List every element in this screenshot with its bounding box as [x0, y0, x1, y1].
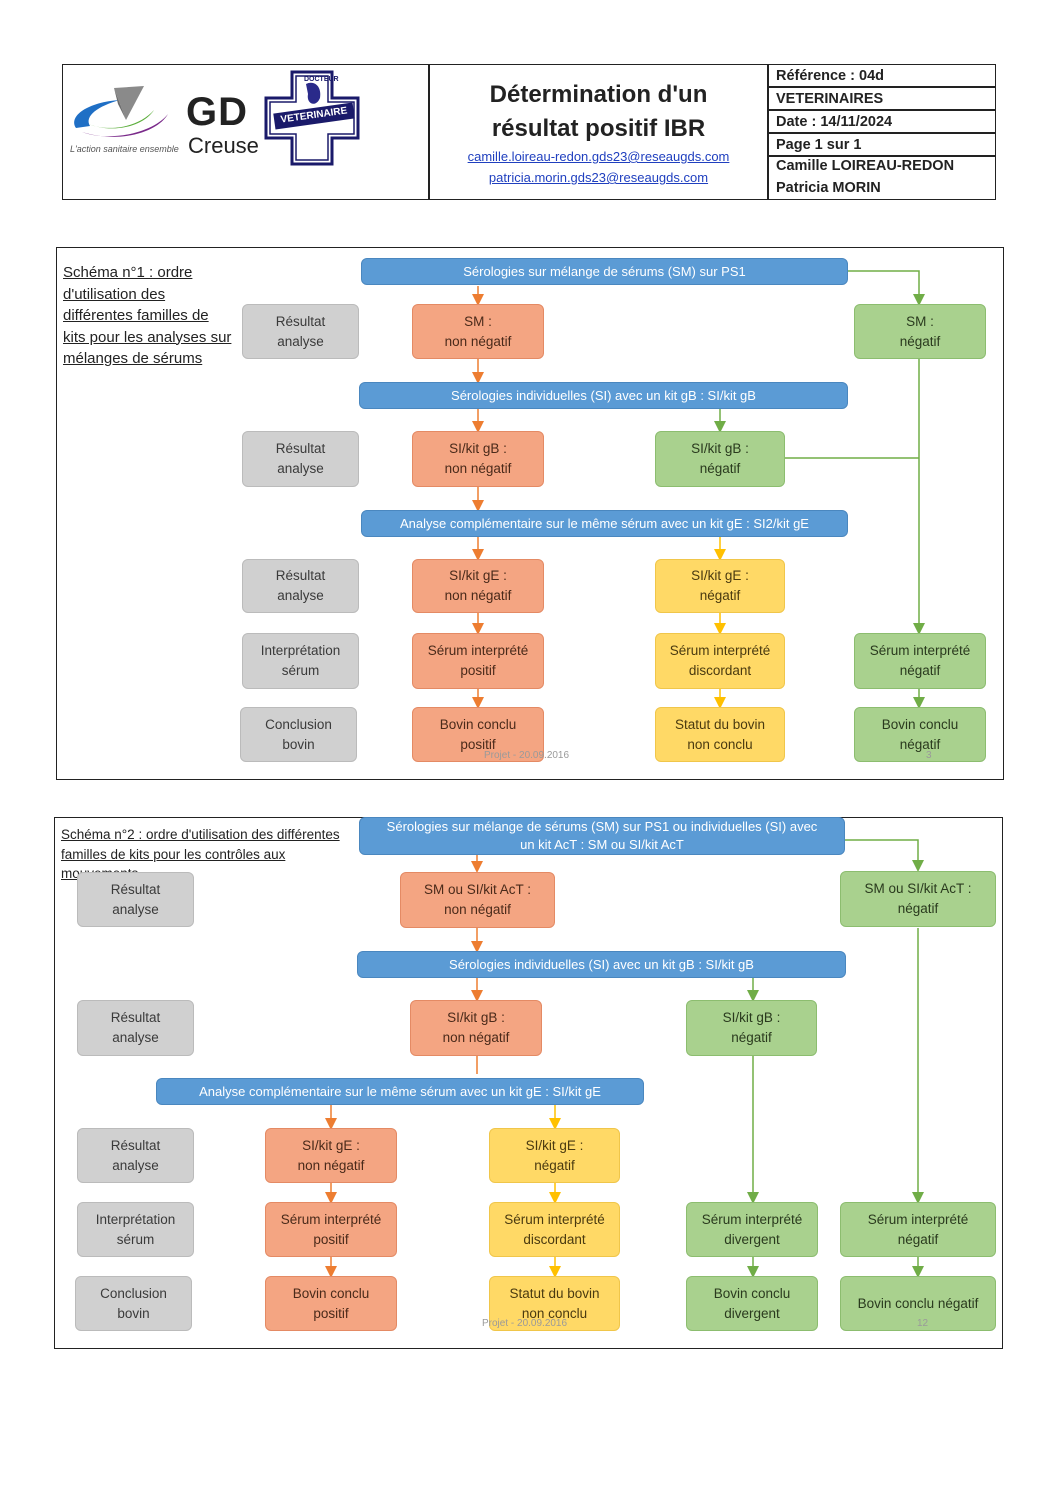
schema2-label-result: Résultat analyse [77, 1128, 194, 1183]
schema1-sm-non-negative: SM : non négatif [412, 304, 544, 359]
schema1-ge-negative: SI/kit gE : négatif [655, 559, 785, 613]
schema2-label-result: Résultat analyse [77, 872, 194, 927]
schema1-caption: Schéma n°1 : ordre d'utilisation des dif… [63, 264, 232, 367]
date: Date : 14/11/2024 [776, 114, 893, 130]
schema1-sm-negative: SM : négatif [854, 304, 986, 359]
schema2-serum-positive: Sérum interprété positif [265, 1202, 397, 1257]
schema2-bovine-negative: Bovin conclu négatif [840, 1276, 996, 1331]
schema2-ge-non-negative: SI/kit gE : non négatif [265, 1128, 397, 1183]
schema1-page-number: 3 [926, 750, 932, 761]
schema2-label-result: Résultat analyse [77, 1000, 194, 1056]
schema2-page-number: 12 [917, 1318, 929, 1329]
schema2-serum-divergent: Sérum interprété divergent [686, 1202, 818, 1257]
reference: Référence : 04d [776, 68, 884, 84]
schema1-label-conclusion: Conclusion bovin [240, 707, 357, 762]
schema2-gb-negative: SI/kit gB : négatif [686, 1000, 817, 1056]
schema1-serum-positive: Sérum interprété positif [412, 633, 544, 689]
schema1-step-complementary-ge: Analyse complémentaire sur le même sérum… [361, 510, 848, 537]
header-row-divider [768, 109, 996, 111]
schema1-serum-negative: Sérum interprété négatif [854, 633, 986, 689]
page-count: Page 1 sur 1 [776, 137, 862, 153]
logo-name: GD [186, 90, 248, 134]
email-link[interactable]: camille.loireau-redon.gds23@reseaugds.co… [467, 149, 730, 164]
schema1-watermark: Projet - 20.09.2016 [484, 750, 570, 761]
author: Patricia MORIN [776, 180, 881, 196]
schema1-gb-non-negative: SI/kit gB : non négatif [412, 431, 544, 487]
schema1-gb-negative: SI/kit gB : négatif [655, 431, 785, 487]
schema2-label-interpretation: Interprétation sérum [77, 1202, 194, 1257]
schema2-ge-negative: SI/kit gE : négatif [489, 1128, 620, 1183]
logo-subtitle: Creuse [188, 133, 259, 158]
header-divider [428, 64, 430, 200]
schema2-step-complementary-ge: Analyse complémentaire sur le même sérum… [156, 1078, 644, 1105]
schema2-gb-non-negative: SI/kit gB : non négatif [410, 1000, 542, 1056]
schema1-serum-discordant: Sérum interprété discordant [655, 633, 785, 689]
schema2-bovine-divergent: Bovin conclu divergent [686, 1276, 818, 1331]
title-line: Détermination d'un [489, 81, 708, 108]
schema2-label-conclusion: Conclusion bovin [75, 1276, 192, 1331]
header-row-divider [768, 132, 996, 134]
schema2-serum-discordant: Sérum interprété discordant [489, 1202, 620, 1257]
schema1-label-result: Résultat analyse [242, 559, 359, 613]
schema2-step-act-serology: Sérologies sur mélange de sérums (SM) su… [359, 817, 845, 855]
schema1-label-result: Résultat analyse [242, 304, 359, 359]
header-row-divider [768, 155, 996, 157]
title-line: résultat positif IBR [491, 115, 706, 142]
schema2-bovine-not-concluded: Statut du bovin non conclu [489, 1276, 620, 1331]
badge-caption: DOCTEUR [304, 76, 339, 83]
schema2-act-negative: SM ou SI/kit AcT : négatif [840, 871, 996, 927]
schema2-act-non-negative: SM ou SI/kit AcT : non négatif [400, 872, 555, 928]
schema1-bovine-negative: Bovin conclu négatif [854, 707, 986, 762]
schema2-step-individual-gb: Sérologies individuelles (SI) avec un ki… [357, 951, 846, 978]
gds-logo-icon [74, 86, 168, 137]
schema1-ge-non-negative: SI/kit gE : non négatif [412, 559, 544, 613]
schema1-step-pooled-serology: Sérologies sur mélange de sérums (SM) su… [361, 258, 848, 285]
email-link[interactable]: patricia.morin.gds23@reseaugds.com [488, 170, 709, 185]
audience: VETERINAIRES [776, 91, 884, 107]
schema2-watermark: Projet - 20.09.2016 [482, 1318, 568, 1329]
logo-tagline: L'action sanitaire ensemble [70, 144, 179, 154]
schema2-serum-negative: Sérum interprété négatif [840, 1202, 996, 1257]
schema1-label-result: Résultat analyse [242, 431, 359, 487]
header-row-divider [768, 86, 996, 88]
schema2-bovine-positive: Bovin conclu positif [265, 1276, 397, 1331]
header-divider [767, 64, 769, 200]
schema1-bovine-positive: Bovin conclu positif [412, 707, 544, 762]
document-title: Détermination d'un résultat positif IBR [430, 78, 767, 146]
schema1-step-individual-gb: Sérologies individuelles (SI) avec un ki… [359, 382, 848, 409]
schema1-frame [56, 247, 1004, 780]
schema1-label-interpretation: Interprétation sérum [242, 633, 359, 689]
schema1-bovine-not-concluded: Statut du bovin non conclu [655, 707, 785, 762]
author: Camille LOIREAU-REDON [776, 158, 955, 174]
